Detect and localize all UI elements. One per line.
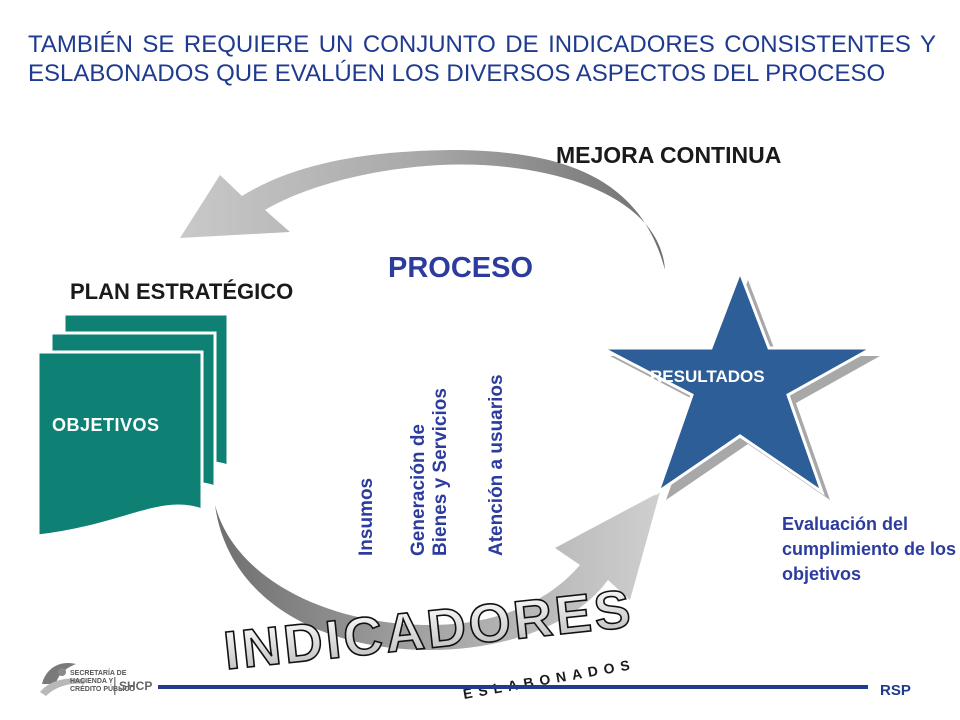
stage-insumos: Insumos (356, 477, 377, 556)
shcp-logo-mark: SHCP (119, 679, 153, 693)
plan-estrategico-label: PLAN ESTRATÉGICO (70, 279, 294, 304)
stage-generacion: Generación de Bienes y Servicios (408, 388, 451, 556)
evaluacion-label: Evaluación del cumplimiento de los objet… (782, 514, 957, 584)
objetivos-label: OBJETIVOS (52, 415, 160, 435)
stage-atencion: Atención a usuarios (486, 374, 507, 556)
logo-line-3: CRÉDITO PÚBLICO (70, 686, 135, 693)
shcp-eagle-logo (40, 662, 86, 696)
eslabonados-wordart: ESLABONADOS (462, 656, 637, 702)
footer-line (158, 685, 868, 689)
mejora-arrow (180, 150, 665, 270)
logo-line-1: SECRETARÍA DE (70, 670, 127, 677)
proceso-title: PROCESO (388, 252, 534, 284)
indicadores-arrow (215, 492, 660, 650)
resultados-label: RESULTADOS (650, 367, 765, 386)
rsp-mark: RSP (880, 682, 911, 699)
mejora-continua-label: MEJORA CONTINUA (556, 142, 782, 168)
objectives-stack (36, 312, 230, 538)
intro-paragraph: TAMBIÉN SE REQUIERE UN CONJUNTO DE INDIC… (28, 31, 936, 87)
logo-line-2: HACIENDA Y (70, 678, 114, 685)
